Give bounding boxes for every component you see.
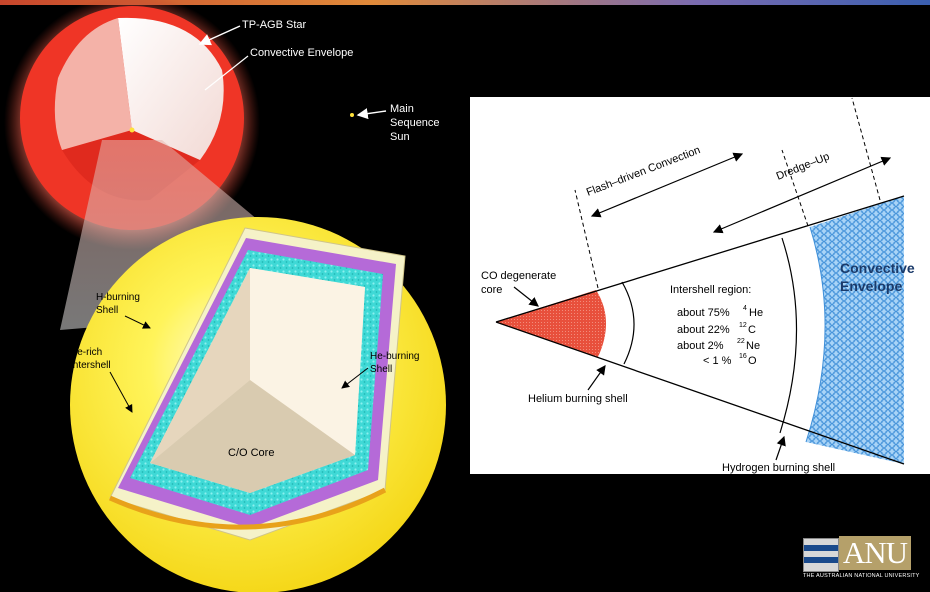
- arrow-dredge-up: [712, 156, 892, 234]
- core-face-right: [250, 268, 365, 455]
- dashed-core-edge: [574, 189, 599, 289]
- label-sun-line-3: Sun: [390, 131, 410, 143]
- abundance-mass: 16: [739, 353, 747, 360]
- arrow-sun: [356, 108, 387, 120]
- abundance-mass: 4: [743, 305, 747, 312]
- star-core-dot: [129, 127, 135, 133]
- label-tp-agb-star: TP-AGB Star: [242, 19, 307, 31]
- shell-schematic: [495, 97, 905, 465]
- abundance-row-c: about 22% 12 C: [677, 322, 756, 336]
- pink-cutout-face: [54, 18, 132, 150]
- shell-base-rim: [108, 487, 387, 530]
- abundance-mass: 22: [737, 338, 745, 345]
- abundance-row-he: about 75% 4 He: [677, 305, 763, 319]
- anu-logo-subtitle: THE AUSTRALIAN NATIONAL UNIVERSITY: [803, 573, 920, 579]
- abundance-mass: 12: [739, 322, 747, 329]
- anu-logo-text: ANU: [839, 536, 911, 570]
- label-co-degenerate-1: CO degenerate: [481, 270, 556, 282]
- label-h-burning-1: H-burning: [96, 292, 140, 303]
- label-co-degenerate-2: core: [481, 284, 502, 296]
- abundance-prefix: about 22%: [677, 324, 730, 336]
- star-interior: [70, 217, 446, 592]
- abundance-element: Ne: [746, 340, 760, 352]
- label-he-rich-2: Intershell: [70, 360, 111, 371]
- label-convective-envelope: Convective Envelope: [250, 47, 353, 59]
- envelope-boundary: [805, 226, 826, 443]
- label-envelope-1: Convective: [840, 260, 915, 276]
- label-intershell-title: Intershell region:: [670, 284, 751, 296]
- abundance-prefix: about 2%: [677, 340, 724, 352]
- label-he-rich-1: He-rich: [70, 347, 102, 358]
- arrow-he-rich: [109, 371, 133, 413]
- core-face-bottom: [150, 380, 355, 493]
- wedge-background: [496, 196, 904, 464]
- label-envelope-2: Envelope: [840, 278, 902, 294]
- core-face-left: [150, 268, 250, 463]
- label-hydrogen-burning-shell: Hydrogen burning shell: [722, 462, 835, 474]
- arrow-hydrogen-shell: [775, 435, 786, 461]
- co-core-region: [496, 290, 607, 357]
- arrow-co-core: [513, 286, 539, 307]
- helium-shell-line: [621, 281, 635, 365]
- arrow-tp-agb: [198, 25, 241, 46]
- abundance-element: O: [748, 355, 757, 367]
- anu-logo: ANU THE AUSTRALIAN NATIONAL UNIVERSITY: [803, 536, 920, 584]
- convective-envelope-region: [806, 196, 904, 464]
- label-he-burning-1: He-burning: [370, 351, 419, 362]
- line-convective-envelope: [204, 55, 249, 91]
- label-sun-line-2: Sequence: [390, 117, 440, 129]
- label-he-burning-2: Shell: [370, 364, 392, 375]
- arrow-helium-shell: [587, 365, 606, 391]
- abundance-prefix: < 1 %: [703, 355, 732, 367]
- label-h-burning-2: Shell: [96, 305, 118, 316]
- arrow-he-burning: [341, 367, 369, 389]
- anu-crest-icon: [803, 538, 839, 572]
- abundance-element: C: [748, 324, 756, 336]
- white-cutout-wedge: [118, 17, 224, 160]
- label-helium-burning-shell: Helium burning shell: [528, 393, 628, 405]
- main-sequence-sun-dot: [350, 113, 354, 117]
- label-sun-line-1: Main: [390, 103, 414, 115]
- abundance-row-ne: about 2% 22 Ne: [677, 338, 760, 352]
- abundance-element: He: [749, 307, 763, 319]
- abundance-prefix: about 75%: [677, 307, 730, 319]
- hydrogen-shell-line: [779, 237, 798, 434]
- abundance-row-o: < 1 % 16 O: [703, 353, 757, 367]
- label-co-core: C/O Core: [228, 447, 274, 459]
- arrow-h-burning: [124, 315, 151, 329]
- top-accent-bar: [0, 0, 930, 5]
- wedge-lower-edge: [495, 321, 905, 465]
